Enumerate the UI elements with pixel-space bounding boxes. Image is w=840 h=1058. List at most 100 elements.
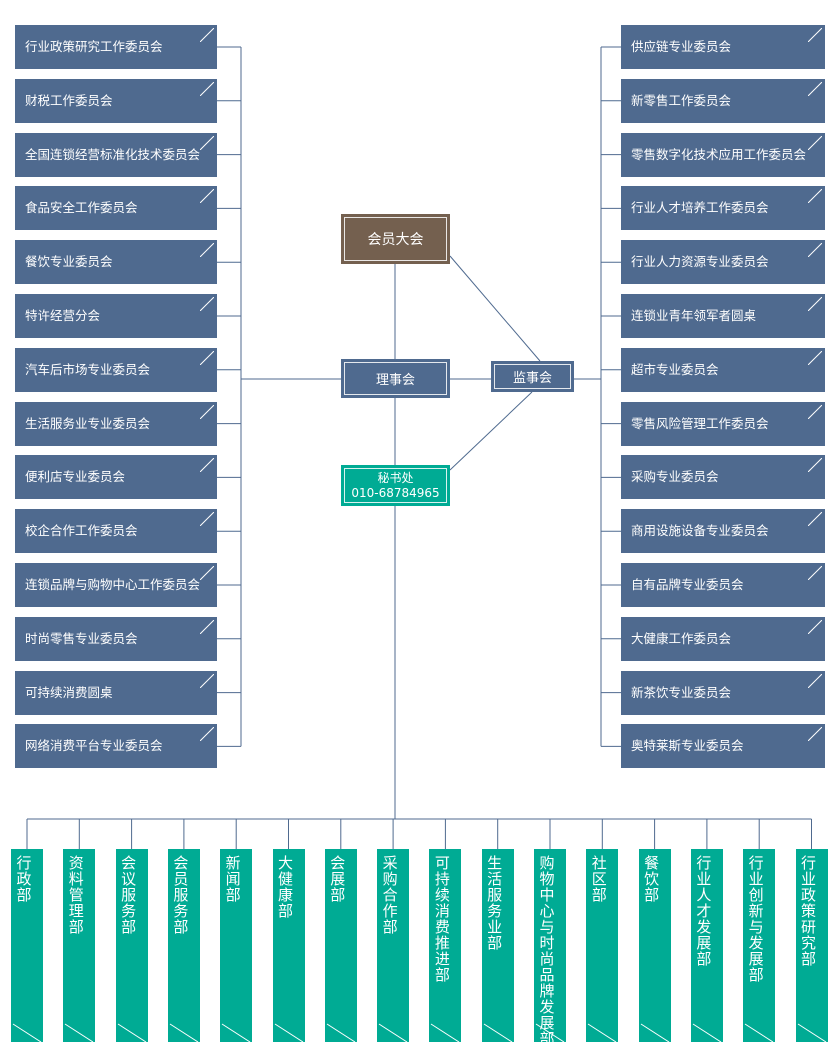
left-committee-label: 汽车后市场专业委员会: [25, 361, 151, 377]
fold-corner-icon: [378, 1023, 408, 1042]
right-committee-7[interactable]: 超市专业委员会: [621, 347, 825, 392]
left-committee-label: 生活服务业专业委员会: [25, 415, 151, 431]
department-1[interactable]: 行政部: [11, 849, 43, 1042]
left-committee-14[interactable]: 网络消费平台专业委员会: [15, 724, 217, 769]
department-14[interactable]: 行业人才发展部: [690, 849, 723, 1042]
department-4[interactable]: 会员服务部: [167, 849, 200, 1042]
right-committee-2[interactable]: 新零售工作委员会: [621, 78, 825, 123]
council-label: 理事会: [375, 373, 415, 388]
department-5[interactable]: 新闻部: [220, 849, 253, 1042]
left-committee-8[interactable]: 生活服务业专业委员会: [15, 401, 217, 446]
right-committee-1[interactable]: 供应链专业委员会: [621, 25, 825, 69]
corner-slash-icon: [200, 350, 214, 365]
right-committee-label: 行业人才培养工作委员会: [631, 200, 769, 216]
left-committee-9[interactable]: 便利店专业委员会: [15, 455, 217, 500]
left-committee-6[interactable]: 特许经营分会: [15, 294, 217, 338]
right-committee-5[interactable]: 行业人力资源专业委员会: [621, 240, 825, 285]
corner-slash-icon: [200, 135, 214, 150]
left-committee-label: 校企合作工作委员会: [25, 523, 138, 539]
right-committee-13[interactable]: 新茶饮专业委员会: [621, 670, 825, 715]
corner-slash-icon: [200, 673, 214, 688]
department-label: 行业人才发展部: [696, 854, 712, 968]
general-assembly-label: 会员大会: [367, 232, 424, 248]
corner-slash-icon: [200, 243, 214, 258]
fold-corner-icon: [274, 1023, 303, 1042]
left-committee-label: 食品安全工作委员会: [25, 200, 138, 216]
left-committee-label: 特许经营分会: [25, 308, 101, 323]
department-8[interactable]: 采购合作部: [377, 849, 410, 1042]
right-committee-3[interactable]: 零售数字化技术应用工作委员会: [621, 132, 825, 177]
department-label: 社区部: [591, 854, 607, 904]
department-2[interactable]: 资料管理部: [63, 849, 96, 1042]
fold-corner-icon: [117, 1023, 146, 1042]
department-label: 生活服务业部: [487, 854, 503, 952]
fold-corner-icon: [169, 1023, 199, 1042]
left-committee-12[interactable]: 时尚零售专业委员会: [15, 616, 217, 661]
secretariat-box[interactable]: 秘书处 010-68784965: [341, 465, 450, 506]
right-committee-label: 自有品牌专业委员会: [631, 577, 744, 592]
right-committee-label: 商用设施设备专业委员会: [631, 523, 769, 539]
corner-slash-icon: [808, 512, 822, 527]
right-committee-label: 奥特莱斯专业委员会: [631, 738, 744, 754]
right-committee-8[interactable]: 零售风险管理工作委员会: [621, 401, 825, 446]
general-assembly-box[interactable]: 会员大会: [341, 214, 450, 264]
right-committee-12[interactable]: 大健康工作委员会: [621, 616, 825, 661]
corner-slash-icon: [200, 727, 214, 742]
corner-slash-icon: [808, 404, 822, 419]
department-13[interactable]: 餐饮部: [638, 849, 671, 1042]
left-committee-13[interactable]: 可持续消费圆桌: [15, 670, 217, 715]
left-committee-label: 网络消费平台专业委员会: [25, 738, 163, 754]
corner-slash-icon: [808, 566, 822, 580]
department-3[interactable]: 会议服务部: [115, 849, 148, 1042]
department-label: 新闻部: [225, 854, 241, 904]
department-12[interactable]: 社区部: [586, 849, 619, 1042]
left-committee-10[interactable]: 校企合作工作委员会: [15, 509, 217, 554]
left-committee-1[interactable]: 行业政策研究工作委员会: [15, 25, 217, 69]
left-committee-7[interactable]: 汽车后市场专业委员会: [15, 347, 217, 392]
fold-corner-icon: [431, 1023, 460, 1042]
right-committee-label: 连锁业青年领军者圆桌: [631, 308, 757, 323]
corner-slash-icon: [200, 189, 214, 204]
left-committee-11[interactable]: 连锁品牌与购物中心工作委员会: [15, 563, 217, 607]
department-16[interactable]: 行业政策研究部: [795, 849, 828, 1042]
right-committee-10[interactable]: 商用设施设备专业委员会: [621, 509, 825, 554]
council-box[interactable]: 理事会: [341, 359, 450, 398]
department-10[interactable]: 生活服务业部: [481, 849, 514, 1042]
right-committee-14[interactable]: 奥特莱斯专业委员会: [621, 724, 825, 769]
supervisory-board-box[interactable]: 监事会: [491, 361, 574, 392]
department-7[interactable]: 会展部: [324, 849, 357, 1042]
right-committee-6[interactable]: 连锁业青年领军者圆桌: [621, 294, 825, 338]
department-label: 资料管理部: [68, 854, 84, 936]
corner-slash-icon: [808, 243, 822, 258]
left-committee-5[interactable]: 餐饮专业委员会: [15, 240, 217, 285]
left-committee-3[interactable]: 全国连锁经营标准化技术委员会: [15, 132, 217, 177]
department-11[interactable]: 购物中心与时尚品牌发展部: [534, 849, 566, 1047]
corner-slash-icon: [808, 189, 822, 204]
corner-slash-icon: [200, 566, 214, 580]
corner-slash-icon: [808, 135, 822, 150]
fold-corner-icon: [483, 1023, 512, 1042]
left-committee-4[interactable]: 食品安全工作委员会: [15, 186, 217, 231]
department-6[interactable]: 大健康部: [272, 849, 305, 1042]
department-label: 行政部: [16, 854, 32, 904]
department-label: 大健康部: [277, 854, 293, 920]
fold-corner-icon: [640, 1023, 669, 1042]
department-15[interactable]: 行业创新与发展部: [743, 849, 776, 1042]
corner-slash-icon: [808, 619, 822, 634]
right-committee-9[interactable]: 采购专业委员会: [621, 455, 825, 500]
corner-slash-icon: [200, 619, 214, 634]
left-committee-2[interactable]: 财税工作委员会: [15, 78, 217, 123]
left-committee-label: 连锁品牌与购物中心工作委员会: [25, 577, 201, 592]
right-committee-4[interactable]: 行业人才培养工作委员会: [621, 186, 825, 231]
left-committee-label: 可持续消费圆桌: [25, 684, 113, 700]
corner-slash-icon: [200, 297, 214, 311]
department-9[interactable]: 可持续消费推进部: [429, 849, 462, 1042]
supervisory-board-label: 监事会: [512, 371, 552, 386]
right-committee-11[interactable]: 自有品牌专业委员会: [621, 563, 825, 607]
fold-corner-icon: [588, 1023, 617, 1042]
right-committee-label: 采购专业委员会: [631, 469, 719, 485]
fold-corner-icon: [12, 1023, 42, 1042]
corner-slash-icon: [808, 350, 822, 365]
department-label: 行业政策研究部: [800, 854, 816, 968]
